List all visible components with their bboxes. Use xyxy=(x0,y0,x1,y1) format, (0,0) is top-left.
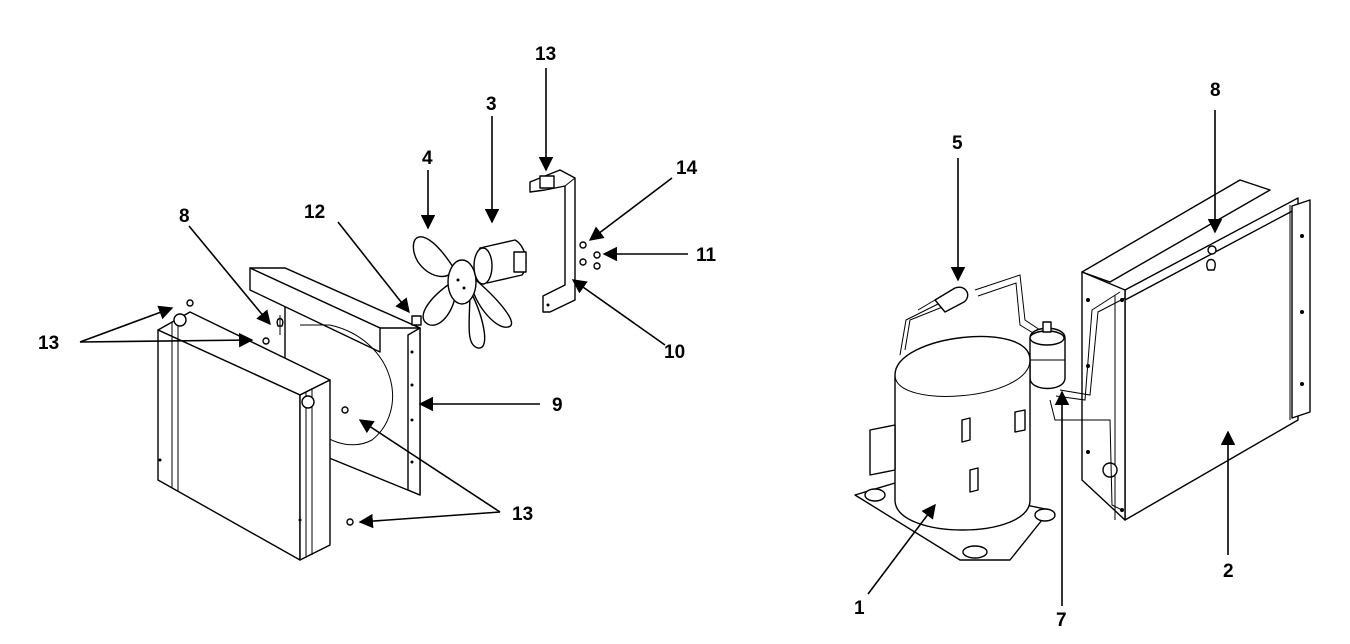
drier xyxy=(1029,321,1066,390)
callout-7: 7 xyxy=(1056,610,1067,631)
callout-9: 9 xyxy=(552,395,563,416)
condenser-fan-assembly xyxy=(157,169,601,561)
callout-13-left: 13 xyxy=(38,333,59,354)
callout-8-right: 8 xyxy=(1210,80,1221,101)
callout-5: 5 xyxy=(952,133,963,154)
fan-motor xyxy=(473,239,527,285)
fan-blade xyxy=(412,236,513,349)
callout-3: 3 xyxy=(486,94,497,115)
grommet xyxy=(411,315,422,326)
callout-13-bottom: 13 xyxy=(512,504,533,525)
screw-set xyxy=(186,299,354,526)
callout-2: 2 xyxy=(1223,561,1234,582)
callout-14: 14 xyxy=(676,158,698,179)
valve xyxy=(917,286,969,313)
callout-1: 1 xyxy=(854,598,865,619)
callout-labels: 13 3 4 14 8 12 11 13 10 9 13 5 8 2 1 7 xyxy=(38,44,1234,631)
motor-bracket xyxy=(529,169,576,313)
callout-4: 4 xyxy=(422,148,433,169)
refrigerant-tubing xyxy=(899,274,1126,511)
compressor-condenser-assembly xyxy=(854,179,1311,561)
callout-11: 11 xyxy=(696,245,717,266)
callout-12: 12 xyxy=(304,202,325,223)
leader-lines xyxy=(79,68,1236,606)
clip-right xyxy=(1206,245,1217,271)
condenser-coil-right xyxy=(1081,179,1311,521)
nut-and-screw-set xyxy=(579,241,601,270)
callout-13-top: 13 xyxy=(535,44,556,65)
condenser-coil-left xyxy=(157,311,331,561)
clip-left xyxy=(276,315,284,335)
callout-8-left: 8 xyxy=(179,206,190,227)
compressor xyxy=(854,335,1056,561)
callout-10: 10 xyxy=(664,342,685,363)
